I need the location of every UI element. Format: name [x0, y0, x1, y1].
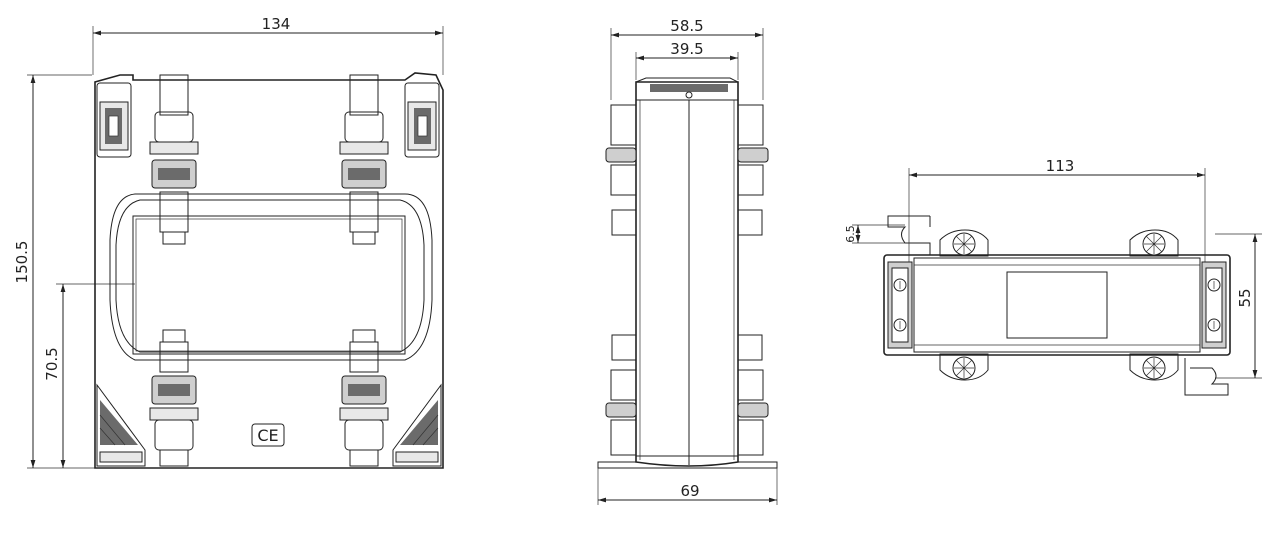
front-view: 134 150.5 70.5	[13, 15, 444, 469]
bottom-housing-outline	[883, 254, 1231, 356]
dimension-hole-spacing-113: 113	[908, 157, 1206, 262]
bottom-left-foot	[96, 383, 146, 467]
dimension-outer-width-58-5: 58.5	[610, 17, 764, 100]
dimension-height-150-5: 150.5	[13, 74, 97, 469]
height-label: 150.5	[13, 241, 31, 284]
outer-width-label: 58.5	[670, 17, 703, 35]
slot-label: 6.5	[844, 225, 857, 243]
terminal-screw-top-left	[939, 229, 989, 257]
side-body-outline	[635, 81, 739, 467]
clamp-top-left	[149, 74, 199, 245]
slot-bracket-left	[887, 215, 931, 255]
mount-height-label: 70.5	[43, 347, 61, 380]
terminal-screw-top-right	[1129, 229, 1179, 257]
side-left-clamps	[605, 104, 637, 456]
side-top-cap	[635, 77, 739, 101]
dimension-width-134: 134	[92, 15, 444, 75]
inner-width-label: 39.5	[670, 40, 703, 58]
terminal-screw-bottom-right	[1129, 353, 1179, 381]
dimension-inner-width-39-5: 39.5	[635, 40, 739, 80]
dimension-base-width-69: 69	[597, 468, 778, 505]
center-label-plate	[1006, 271, 1108, 339]
left-rail	[887, 261, 913, 349]
top-right-clip	[404, 82, 440, 158]
front-housing-outline	[94, 72, 444, 469]
clamp-top-right	[339, 74, 389, 245]
bottom-view: 113 6.5 55	[844, 157, 1262, 396]
side-base-plate	[597, 455, 778, 469]
base-width-label: 69	[680, 482, 699, 500]
window-outer-frame	[109, 193, 433, 361]
window-opening	[132, 215, 406, 355]
right-rail	[1201, 261, 1227, 349]
side-view: 58.5 39.5 69	[597, 17, 778, 505]
depth-label: 55	[1236, 288, 1254, 307]
ce-mark: CE	[251, 423, 285, 447]
side-right-clamps	[737, 104, 769, 456]
dimension-depth-55: 55	[1215, 233, 1262, 379]
clamp-bottom-left	[149, 329, 199, 467]
dimension-slot-6-5: 6.5	[844, 224, 905, 244]
bottom-right-foot	[392, 383, 442, 467]
width-label: 134	[262, 15, 291, 33]
clamp-bottom-right	[339, 329, 389, 467]
terminal-screw-bottom-left	[939, 353, 989, 381]
ce-mark-label: CE	[257, 426, 278, 445]
slot-bracket-right	[1184, 358, 1229, 396]
hole-spacing-label: 113	[1046, 157, 1075, 175]
top-left-clip	[96, 82, 132, 158]
